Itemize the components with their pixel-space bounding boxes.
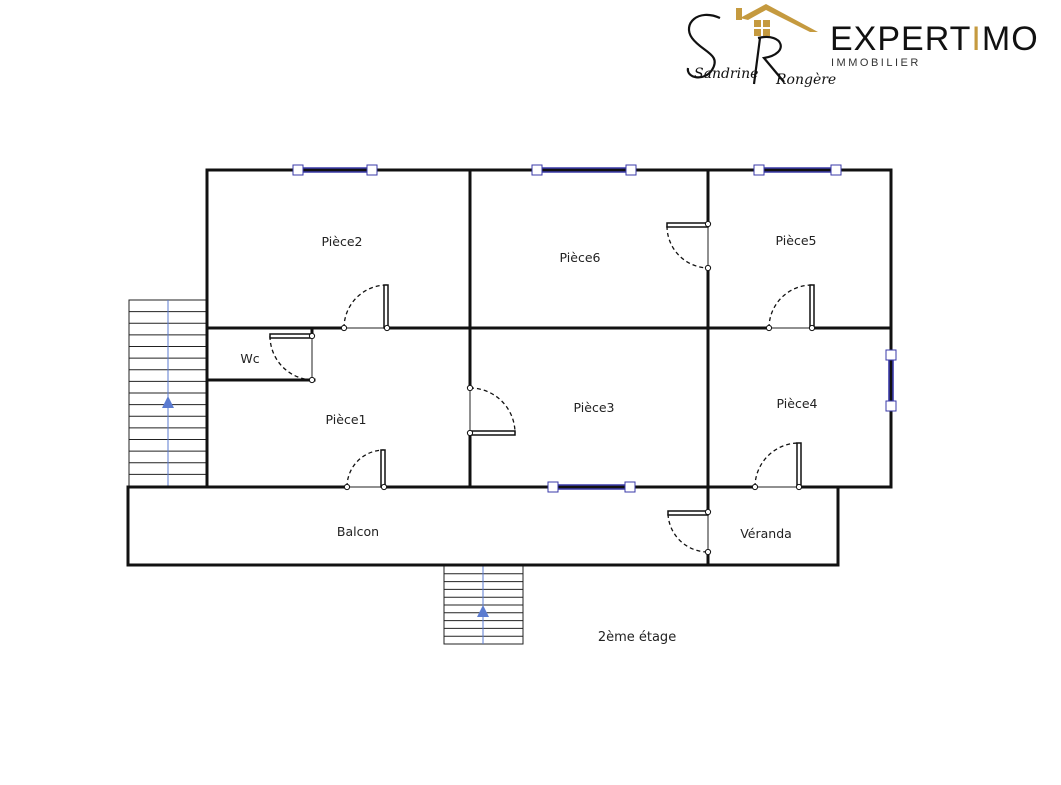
signature-monogram: Sandrine Rongère bbox=[686, 13, 836, 88]
window-piece3 bbox=[547, 481, 636, 493]
room-label-balcon: Balcon bbox=[337, 524, 379, 539]
room-label-piece6: Pièce6 bbox=[560, 250, 601, 265]
window-piece2 bbox=[292, 164, 378, 176]
brand-subtitle: IMMOBILIER bbox=[831, 57, 921, 69]
door-piece4 bbox=[751, 442, 803, 491]
room-label-piece5: Pièce5 bbox=[776, 233, 817, 248]
room-labels: Pièce2 Pièce6 Pièce5 Wc Pièce1 Pièce3 Pi… bbox=[240, 233, 817, 541]
room-label-wc: Wc bbox=[240, 351, 259, 366]
door-piece1 bbox=[343, 449, 388, 491]
stair-up-arrow-icon bbox=[477, 605, 489, 617]
room-label-piece4: Pièce4 bbox=[777, 396, 818, 411]
door-wc bbox=[269, 332, 316, 384]
stair-up-arrow-icon bbox=[162, 396, 174, 408]
house-roof-icon bbox=[736, 4, 818, 36]
signature-first-name: Sandrine bbox=[694, 66, 758, 82]
room-label-veranda: Véranda bbox=[740, 526, 792, 541]
room-label-piece3: Pièce3 bbox=[574, 400, 615, 415]
brand-name: EXPERTIMO bbox=[830, 20, 1039, 58]
door-veranda bbox=[667, 508, 712, 556]
room-label-piece1: Pièce1 bbox=[326, 412, 367, 427]
door-piece3 bbox=[466, 384, 516, 437]
room-label-piece2: Pièce2 bbox=[322, 234, 363, 249]
doors bbox=[269, 220, 816, 556]
window-piece4 bbox=[885, 349, 897, 412]
bottom-staircase bbox=[443, 565, 524, 645]
floor-level-label: 2ème étage bbox=[598, 630, 676, 645]
windows bbox=[292, 164, 897, 493]
window-piece6 bbox=[531, 164, 637, 176]
door-piece6 bbox=[666, 220, 712, 272]
signature-last-name: Rongère bbox=[775, 72, 836, 88]
walls bbox=[126, 168, 893, 567]
company-logo: Sandrine Rongère EXPERTIMO IMMOBILIER bbox=[686, 4, 1039, 88]
door-piece5 bbox=[765, 284, 816, 332]
left-staircase bbox=[128, 299, 208, 487]
window-piece5 bbox=[753, 164, 842, 176]
door-piece2 bbox=[340, 284, 391, 332]
